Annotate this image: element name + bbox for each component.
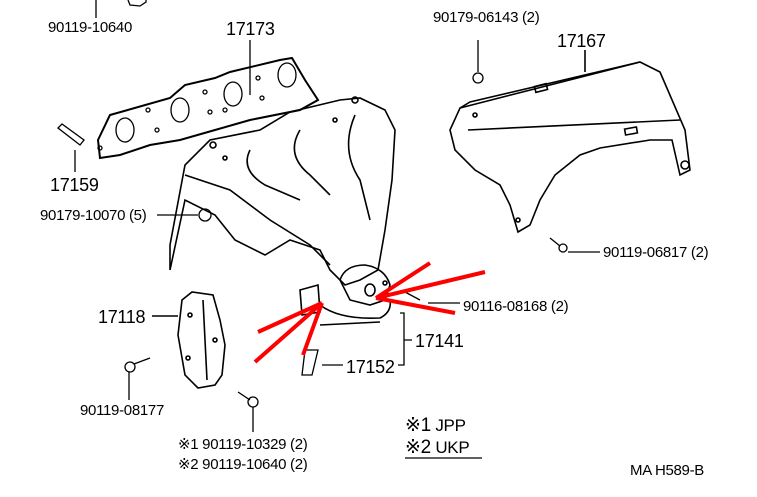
nut-icon: [157, 208, 212, 222]
bolt-icon-flange: [404, 291, 460, 304]
leader-bracket: [398, 312, 412, 366]
nut-icon-top: [472, 40, 484, 84]
legend-item-2: ※2 UKP: [405, 437, 470, 458]
bolt-icon-stay: [124, 357, 151, 400]
label-stay: 17118: [98, 307, 146, 327]
stud-icon-pipe: [301, 349, 343, 376]
manifold-stay: [152, 291, 226, 389]
label-nut-manifold: 90179-10070 (5): [40, 207, 147, 224]
manifold-gasket: [96, 40, 320, 160]
bolt-icon-insulator: [549, 237, 600, 253]
label-stud-pipe: 17152: [346, 357, 395, 377]
legend-item-1: ※1 JPP: [405, 416, 466, 435]
label-bolt-stay: 90119-08177: [80, 402, 165, 419]
label-bolt-var1: ※1 90119-10329 (2): [178, 436, 308, 453]
label-bolt-insulator: 90119-06817 (2): [603, 244, 709, 261]
label-gasket-pipe: 17141: [415, 331, 464, 351]
highlight-arrows: [253, 261, 486, 364]
exhaust-manifold: [169, 96, 396, 326]
figure-code: MA H589-B: [630, 462, 704, 479]
label-bolt-flange: 90116-08168 (2): [463, 298, 569, 315]
bolt-icon-var: [237, 391, 259, 432]
legend-text-2: UKP: [435, 438, 470, 457]
label-bolt-var2: ※2 90119-10640 (2): [178, 456, 308, 473]
legend-mark-1: ※1: [405, 415, 431, 436]
bolt-top-icon: [95, 0, 147, 18]
label-nut-heat-insulator: 90179-06143 (2): [433, 9, 540, 26]
stud-icon: [57, 123, 85, 172]
label-gasket: 17173: [226, 19, 275, 39]
label-heat-insulator: 17167: [557, 31, 606, 51]
legend-mark-2: ※2: [405, 437, 431, 458]
legend-text-1: JPP: [435, 416, 466, 435]
heat-insulator: [449, 50, 691, 234]
label-stud: 17159: [50, 175, 99, 195]
label-bolt-top: 90119-10640: [48, 19, 133, 36]
